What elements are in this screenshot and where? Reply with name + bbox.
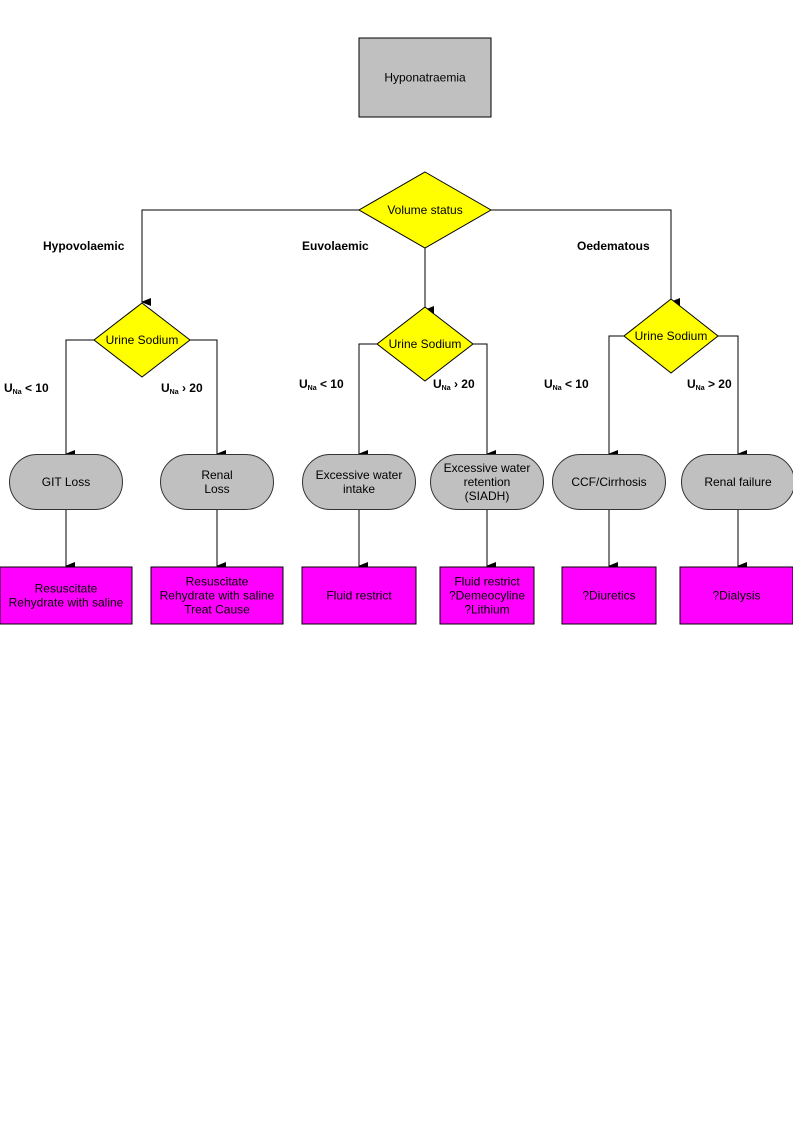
action-high-hypovolaemic-label-line: Rehydrate with saline (160, 589, 275, 603)
condition-low-euvolaemic-shape (302, 454, 416, 510)
condition-low-oedematous-label-line: CCF/Cirrhosis (571, 475, 646, 489)
criterion-subscript: Na (696, 385, 705, 392)
connector-low-oedematous (608, 335, 624, 458)
criterion-high-euvolaemic: UNa › 20 (433, 377, 475, 392)
criterion-variable: U (687, 377, 696, 391)
action-low-euvolaemic-label-line: Fluid restrict (326, 589, 392, 603)
connector-low-euvolaemic (358, 343, 377, 458)
criterion-threshold: < 10 (562, 377, 589, 391)
condition-high-euvolaemic-label-line: Excessive water (444, 461, 531, 475)
action-high-euvolaemic-label-line: Fluid restrict (454, 575, 520, 589)
condition-high-oedematous-shape (681, 454, 793, 510)
condition-high-oedematous-label-line: Renal failure (704, 475, 772, 489)
condition-low-hypovolaemic-label: GIT Loss (42, 475, 90, 489)
action-high-oedematous-shape (679, 566, 793, 625)
action-low-hypovolaemic-shape (0, 566, 133, 625)
condition-high-euvolaemic-label-line: (SIADH) (465, 489, 510, 503)
action-low-oedematous-label: ?Diuretics (582, 589, 635, 603)
action-high-euvolaemic-label-line: ?Demeocyline (449, 589, 525, 603)
criterion-subscript: Na (170, 389, 179, 396)
action-high-euvolaemic-label-line: ?Lithium (464, 603, 509, 617)
action-high-hypovolaemic-shape (150, 566, 284, 625)
condition-high-hypovolaemic-shape (160, 454, 274, 510)
action-high-oedematous-label: ?Dialysis (712, 589, 760, 603)
urine-sodium-decision-hypovolaemic-label: Urine Sodium (106, 333, 179, 347)
criterion-variable: U (299, 377, 308, 391)
condition-low-hypovolaemic-shape (9, 454, 123, 510)
criterion-subscript: Na (308, 385, 317, 392)
action-high-hypovolaemic-label-line: Treat Cause (184, 603, 250, 617)
condition-low-oedematous-label: CCF/Cirrhosis (571, 475, 646, 489)
condition-high-euvolaemic-shape (430, 454, 544, 510)
criterion-low-oedematous: UNa < 10 (544, 377, 589, 392)
condition-low-euvolaemic-label-line: Excessive water (316, 468, 403, 482)
action-low-euvolaemic-shape (301, 566, 417, 625)
volume-status-decision-label: Volume status (387, 203, 462, 217)
connector-high-oedematous (718, 335, 747, 458)
title-box-label-line: Hyponatraemia (384, 71, 466, 85)
action-low-hypovolaemic-label-line: Rehydrate with saline (9, 596, 124, 610)
action-low-oedematous-shape (561, 566, 657, 625)
branch-label-euvolaemic: Euvolaemic (302, 239, 369, 253)
condition-low-euvolaemic-label-line: intake (343, 482, 375, 496)
criterion-low-hypovolaemic: UNa < 10 (4, 381, 49, 396)
action-low-euvolaemic-label: Fluid restrict (326, 589, 392, 603)
condition-high-oedematous-label: Renal failure (704, 475, 772, 489)
criterion-low-euvolaemic: UNa < 10 (299, 377, 344, 392)
criterion-threshold: > 20 (705, 377, 732, 391)
connector-hypovolaemic (141, 209, 359, 306)
condition-high-hypovolaemic-label-line: Renal (201, 468, 232, 482)
criterion-subscript: Na (442, 385, 451, 392)
action-low-oedematous-label-line: ?Diuretics (582, 589, 635, 603)
criterion-variable: U (161, 381, 170, 395)
branch-label-hypovolaemic: Hypovolaemic (43, 239, 125, 253)
connector-low-hypovolaemic (65, 339, 94, 458)
criterion-variable: U (433, 377, 442, 391)
action-high-euvolaemic-label: Fluid restrict?Demeocyline?Lithium (449, 575, 525, 617)
criterion-subscript: Na (13, 389, 22, 396)
title-box-label: Hyponatraemia (384, 71, 466, 85)
criterion-threshold: < 10 (317, 377, 344, 391)
urine-sodium-decision-hypovolaemic-shape (93, 302, 191, 378)
connector-high-euvolaemic (473, 343, 496, 458)
criterion-threshold: › 20 (451, 377, 475, 391)
criterion-variable: U (544, 377, 553, 391)
action-high-hypovolaemic-label-line: Resuscitate (186, 575, 249, 589)
condition-high-hypovolaemic-label-line: Loss (204, 482, 229, 496)
urine-sodium-decision-oedematous-shape (623, 298, 719, 374)
criterion-threshold: › 20 (179, 381, 203, 395)
title-box-shape (358, 37, 492, 118)
branch-label-oedematous: Oedematous (577, 239, 650, 253)
urine-sodium-decision-oedematous-label: Urine Sodium (635, 329, 708, 343)
urine-sodium-decision-euvolaemic-shape (376, 306, 474, 382)
condition-low-oedematous-shape (552, 454, 666, 510)
action-high-oedematous-label-line: ?Dialysis (712, 589, 760, 603)
condition-high-euvolaemic-label-line: retention (464, 475, 511, 489)
criterion-subscript: Na (553, 385, 562, 392)
condition-low-hypovolaemic-label-line: GIT Loss (42, 475, 90, 489)
urine-sodium-decision-euvolaemic-label: Urine Sodium (389, 337, 462, 351)
criterion-variable: U (4, 381, 13, 395)
criterion-threshold: < 10 (22, 381, 49, 395)
criterion-high-oedematous: UNa > 20 (687, 377, 732, 392)
criterion-high-hypovolaemic: UNa › 20 (161, 381, 203, 396)
connector-high-hypovolaemic (190, 339, 226, 458)
action-high-euvolaemic-shape (439, 566, 535, 625)
connector-oedematous (491, 209, 680, 306)
action-low-hypovolaemic-label-line: Resuscitate (35, 582, 98, 596)
